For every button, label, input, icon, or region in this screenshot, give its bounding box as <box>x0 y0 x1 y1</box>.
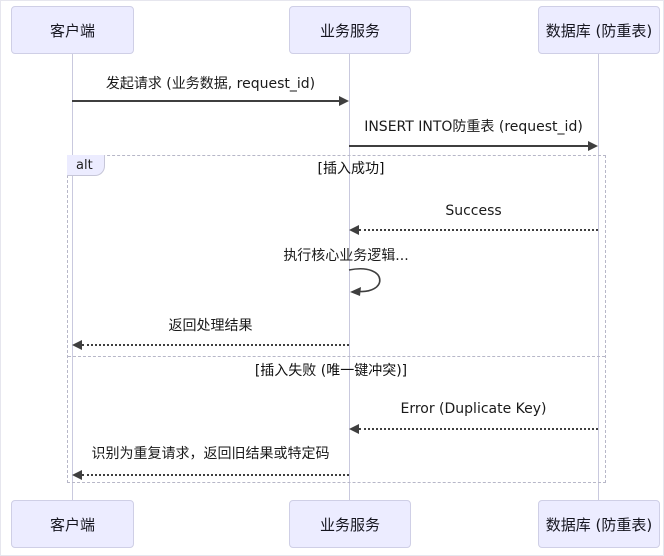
message-line-request <box>72 100 339 102</box>
arrowhead-left-icon <box>349 424 359 434</box>
arrowhead-right-icon <box>588 141 598 151</box>
message-label-success: Success <box>445 203 502 219</box>
arrowhead-right-icon <box>339 96 349 106</box>
alt-fragment-label: alt <box>67 155 105 176</box>
alt-condition-failure: [插入失败 (唯一键冲突)] <box>254 363 408 379</box>
message-label-duplicate: 识别为重复请求，返回旧结果或特定码 <box>91 446 330 462</box>
participant-database-bottom: 数据库 (防重表) <box>538 500 660 548</box>
participant-service-top: 业务服务 <box>289 6 411 54</box>
self-loop-arrow-icon <box>348 268 381 296</box>
participant-client-bottom: 客户端 <box>11 500 134 548</box>
message-label-core-logic: 执行核心业务逻辑... <box>283 248 409 264</box>
message-line-insert <box>349 145 588 147</box>
message-line-error <box>359 428 598 430</box>
message-label-return-result: 返回处理结果 <box>168 318 253 334</box>
alt-else-divider <box>68 356 605 357</box>
arrowhead-left-icon <box>349 225 359 235</box>
lifeline-service <box>349 54 350 500</box>
message-label-error: Error (Duplicate Key) <box>400 401 547 417</box>
lifeline-client <box>72 54 73 500</box>
participant-service-bottom: 业务服务 <box>289 500 411 548</box>
alt-fragment-frame <box>67 155 606 483</box>
participant-database-top: 数据库 (防重表) <box>538 6 660 54</box>
message-line-success <box>359 229 598 231</box>
message-label-request: 发起请求 (业务数据, request_id) <box>105 76 316 92</box>
arrowhead-left-icon <box>72 340 82 350</box>
participant-client-top: 客户端 <box>11 6 134 54</box>
alt-condition-success: [插入成功] <box>317 161 385 177</box>
message-line-duplicate <box>82 474 349 476</box>
arrowhead-left-icon <box>72 470 82 480</box>
message-label-insert: INSERT INTO防重表 (request_id) <box>364 119 583 135</box>
lifeline-database <box>598 54 599 500</box>
message-line-return-result <box>82 344 349 346</box>
